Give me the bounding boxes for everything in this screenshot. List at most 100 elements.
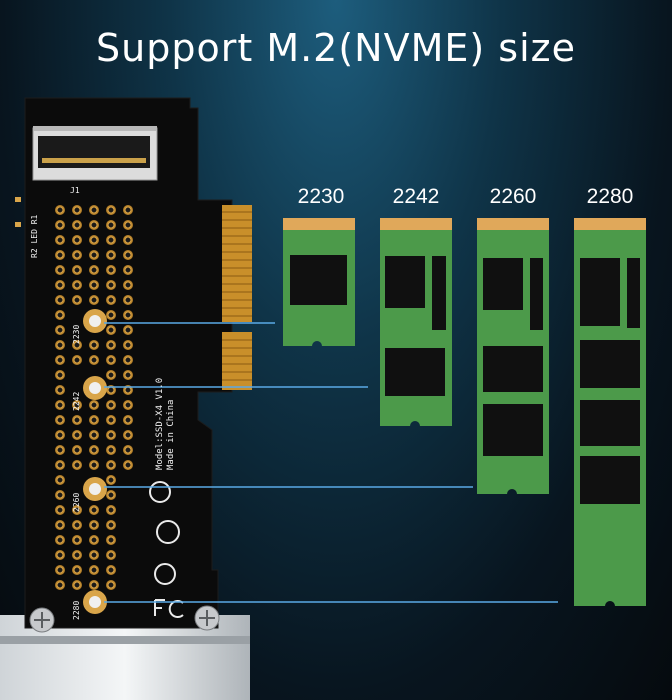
solder-pad [55, 355, 65, 365]
ssd-2260 [477, 218, 549, 494]
guide-lines [104, 322, 558, 603]
solder-pad [55, 205, 65, 215]
solder-pad [72, 460, 82, 470]
pcb-label-led: R2 LED R1 [30, 214, 39, 258]
solder-pad [89, 235, 99, 245]
solder-pad [106, 535, 116, 545]
solder-pad [123, 415, 133, 425]
solder-pad [123, 445, 133, 455]
solder-pad [106, 415, 116, 425]
solder-pad [106, 355, 116, 365]
solder-pad [123, 355, 133, 365]
solder-pad [89, 430, 99, 440]
size-label-2230: 2230 [297, 185, 345, 208]
solder-pad [72, 415, 82, 425]
ssd-2230 [283, 218, 355, 346]
solder-pad [72, 340, 82, 350]
solder-pad [123, 220, 133, 230]
solder-pad [89, 415, 99, 425]
size-label-2242: 2242 [392, 185, 440, 208]
solder-pad [106, 220, 116, 230]
solder-pad [55, 235, 65, 245]
solder-pad [55, 265, 65, 275]
solder-pad [89, 535, 99, 545]
solder-pad [123, 325, 133, 335]
solder-pad [72, 220, 82, 230]
pcb-made-in-text: Made in China [166, 399, 176, 470]
solder-pad [89, 460, 99, 470]
solder-pad [72, 445, 82, 455]
solder-pad [106, 520, 116, 530]
solder-pad [106, 490, 116, 500]
solder-pad [123, 265, 133, 275]
solder-pad [55, 295, 65, 305]
size-label-2260: 2260 [489, 185, 537, 208]
solder-pad [89, 265, 99, 275]
solder-pad [106, 280, 116, 290]
ssd-2242 [380, 218, 452, 426]
solder-pad [55, 280, 65, 290]
solder-pad [55, 340, 65, 350]
pcb-label-j1: J1 [70, 186, 80, 195]
solder-pad [89, 400, 99, 410]
solder-pad [55, 565, 65, 575]
solder-pad [89, 280, 99, 290]
solder-pad [89, 520, 99, 530]
solder-pad [72, 280, 82, 290]
solder-pad [72, 235, 82, 245]
solder-pad [123, 235, 133, 245]
solder-pad [89, 205, 99, 215]
solder-pad [55, 580, 65, 590]
solder-pad [55, 475, 65, 485]
solder-pad [106, 295, 116, 305]
solder-pad [123, 370, 133, 380]
size-label-2280: 2280 [586, 185, 634, 208]
solder-pad [72, 250, 82, 260]
solder-pad [89, 355, 99, 365]
solder-pad [55, 310, 65, 320]
solder-pad [106, 505, 116, 515]
solder-pad [55, 490, 65, 500]
solder-pad [106, 460, 116, 470]
solder-pad [55, 550, 65, 560]
solder-pad [106, 265, 116, 275]
solder-pad [72, 580, 82, 590]
solder-pad [89, 295, 99, 305]
solder-pad [123, 400, 133, 410]
solder-pad [72, 565, 82, 575]
solder-pad [106, 325, 116, 335]
solder-pad [55, 535, 65, 545]
solder-pad [123, 280, 133, 290]
solder-pad [106, 370, 116, 380]
solder-pad [89, 565, 99, 575]
m2-slot [32, 126, 158, 181]
solder-pad [72, 205, 82, 215]
solder-pad [72, 505, 82, 515]
solder-pad [123, 430, 133, 440]
pcb-hole-label-2230: 2230 [72, 324, 81, 344]
solder-pad [55, 415, 65, 425]
solder-pad [72, 265, 82, 275]
solder-pad [123, 310, 133, 320]
solder-pad [72, 550, 82, 560]
solder-pad [106, 400, 116, 410]
solder-pad [106, 205, 116, 215]
solder-pad [72, 295, 82, 305]
pcb-hole-label-2242: 2242 [72, 391, 81, 411]
solder-pad [72, 535, 82, 545]
solder-pad [89, 250, 99, 260]
solder-pad [89, 340, 99, 350]
pad-grid [55, 205, 133, 590]
solder-pad [106, 475, 116, 485]
certification-marks [149, 481, 184, 618]
solder-pad [55, 460, 65, 470]
solder-pad [106, 310, 116, 320]
solder-pad [55, 325, 65, 335]
pcie-gold-fingers [222, 205, 252, 390]
solder-pad [72, 355, 82, 365]
solder-pad [106, 580, 116, 590]
headline: Support M.2(NVME) size [96, 26, 576, 70]
solder-pad [55, 430, 65, 440]
solder-pad [72, 430, 82, 440]
